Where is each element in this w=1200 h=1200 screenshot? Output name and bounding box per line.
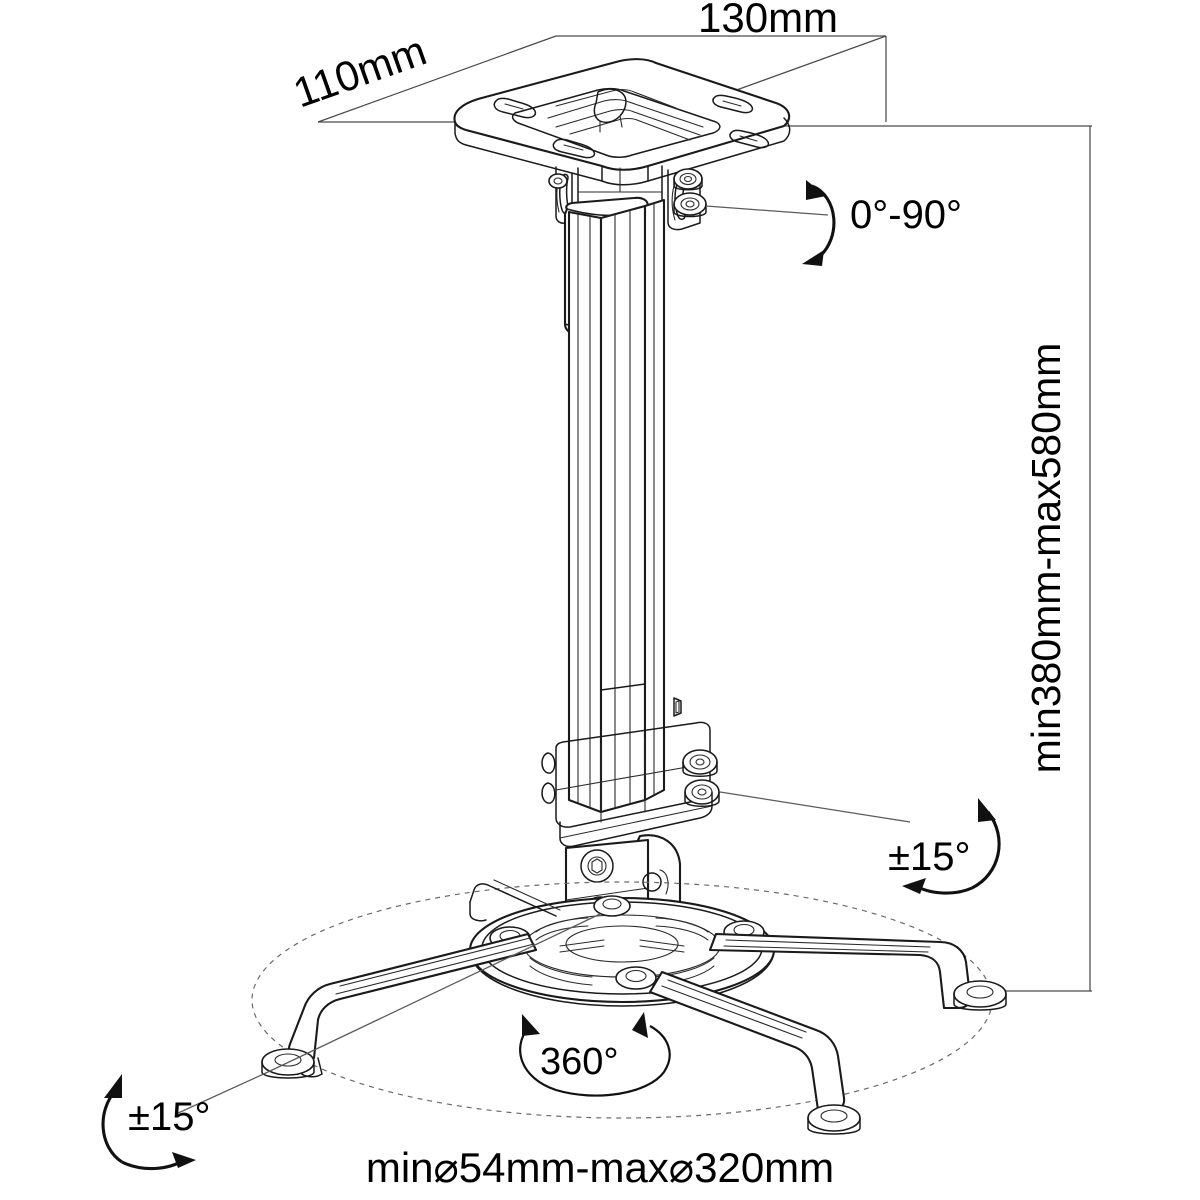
dimension-plate-depth: 110mm (287, 26, 432, 116)
telescoping-extension-column (567, 198, 682, 814)
rotation-label: 360° (540, 1041, 619, 1083)
leader-lines (175, 205, 911, 1115)
ceiling-mounting-plate (453, 58, 791, 186)
tilt-angle-label: 0°-90° (850, 193, 962, 237)
dimension-plate-depth-label: 110mm (287, 26, 432, 116)
plate-slot-holes (493, 94, 770, 159)
roll-angle-left-annotation: ±15° (101, 1074, 210, 1171)
drop-height-label: min380mm-max580mm (1023, 343, 1069, 774)
tilt-pivot-joint (548, 165, 707, 231)
dimension-plate-width-label: 130mm (698, 0, 838, 41)
dimension-plate-width: 130mm (698, 0, 838, 41)
spider-span-label: min⌀54mm-max⌀320mm (366, 1144, 834, 1191)
roll-angle-right-annotation: ±15° (888, 798, 1001, 895)
spider-span-dimension: min⌀54mm-max⌀320mm (366, 1144, 834, 1191)
tilt-adjustment-knobs (673, 168, 707, 218)
drop-height-dimension: min380mm-max580mm (790, 125, 1092, 992)
roll-angle-left-label: ±15° (128, 1095, 210, 1139)
roll-angle-right-label: ±15° (888, 835, 970, 879)
tilt-angle-annotation: 0°-90° (802, 180, 962, 266)
adjustable-projector-arms (261, 879, 1007, 1135)
rotation-annotation: 360° (519, 1012, 671, 1097)
